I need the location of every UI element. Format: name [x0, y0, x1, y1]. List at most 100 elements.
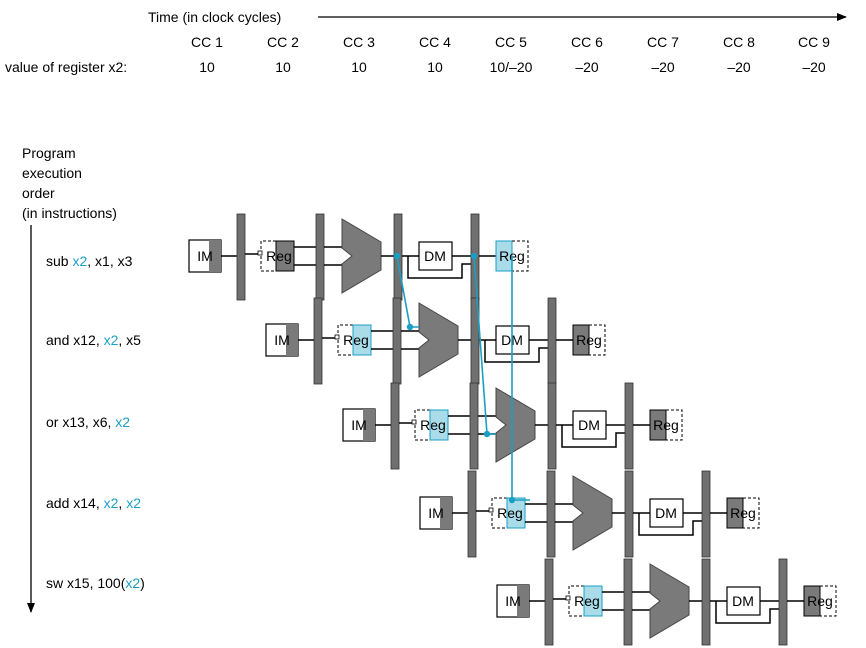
cycle-label: CC 7	[647, 34, 679, 50]
pipeline-register-bar	[392, 297, 402, 385]
register-x2-label: value of register x2:	[5, 59, 127, 75]
register-value: –20	[727, 59, 751, 75]
reg-dashed-half	[414, 409, 430, 441]
reg-port	[411, 419, 417, 425]
register-highlight: x2	[72, 253, 87, 269]
register-file-read	[352, 324, 372, 356]
instruction-label: and x12, x2, x5	[46, 332, 141, 348]
instruction-text: sw x15, 100(	[46, 575, 126, 591]
reg-dashed-half	[820, 585, 837, 617]
im-shade	[363, 409, 375, 441]
register-value: 10/–20	[490, 59, 533, 75]
cycle-label: CC 2	[267, 34, 299, 50]
pipeline-register-bar	[701, 558, 711, 646]
im-label: IM	[274, 332, 290, 348]
forwarding-junction	[470, 252, 478, 260]
order-label-line: (in instructions)	[22, 205, 117, 221]
pipeline-register-bar	[624, 382, 634, 470]
register-file-read	[429, 409, 449, 441]
reg-dashed-half	[589, 324, 606, 356]
cycle-label: CC 1	[191, 34, 223, 50]
instruction-text: sub	[46, 253, 72, 269]
register-file-write	[726, 497, 744, 529]
instruction-label: sub x2, x1, x3	[46, 253, 133, 269]
pipeline-register-bar	[467, 470, 477, 558]
pipeline-register-bar	[469, 382, 479, 470]
instruction-text: , x5	[118, 332, 141, 348]
pipeline-register-bar	[544, 558, 554, 646]
dm-dashed-edge	[671, 499, 684, 528]
forwarding-paths	[393, 252, 530, 504]
reg-port	[565, 595, 571, 601]
im-label: IM	[351, 417, 367, 433]
cycle-label: CC 8	[723, 34, 755, 50]
pipeline-register-bar	[701, 470, 711, 558]
reg-label: Reg	[420, 417, 446, 433]
dm-bypass-wire	[407, 256, 471, 279]
instruction-text: or x13, x6,	[46, 414, 115, 430]
reg-dashed-half	[743, 497, 760, 529]
reg-label: Reg	[497, 505, 523, 521]
reg-dashed-half	[491, 497, 507, 529]
dm-bypass-wire	[561, 425, 625, 448]
instruction-text: ,	[118, 495, 126, 511]
im-label: IM	[197, 248, 213, 264]
dm-bypass-wire	[715, 601, 779, 624]
alu	[495, 387, 536, 463]
register-file-write	[803, 585, 821, 617]
register-file-read	[275, 240, 295, 272]
register-highlight: x2	[125, 575, 140, 591]
order-label-line: execution	[22, 165, 82, 181]
pipeline-register-bar	[624, 470, 634, 558]
im-shade	[286, 324, 298, 356]
forwarding-junction	[483, 430, 491, 438]
program-order-label: Program execution order (in instructions…	[22, 145, 117, 221]
pipeline-register-bar	[547, 382, 557, 470]
instruction-text: add x14,	[46, 495, 104, 511]
dm-label: DM	[424, 248, 446, 264]
cycle-label: CC 5	[495, 34, 527, 50]
cycle-label: CC 9	[798, 34, 830, 50]
reg-label: Reg	[730, 505, 756, 521]
register-file-read	[506, 497, 526, 529]
dm-dashed-edge	[517, 326, 530, 355]
register-file-write	[572, 324, 590, 356]
im-label: IM	[428, 505, 444, 521]
order-label-line: Program	[22, 145, 76, 161]
register-file-write	[649, 409, 667, 441]
order-label-line: order	[22, 185, 55, 201]
forwarding-junction	[508, 496, 516, 504]
register-value: –20	[575, 59, 599, 75]
alu	[572, 475, 613, 551]
register-highlight: x2	[104, 332, 119, 348]
pipeline-register-bar	[778, 558, 788, 646]
reg-dashed-half	[512, 240, 529, 272]
reg-label: Reg	[266, 248, 292, 264]
data-memory-box	[649, 498, 684, 528]
forwarding-junction	[393, 252, 401, 260]
register-value: –20	[651, 59, 675, 75]
instruction-text: and x12,	[46, 332, 104, 348]
reg-port	[334, 334, 340, 340]
dm-bypass-wire	[638, 513, 702, 536]
pipeline-register-bar	[623, 558, 633, 646]
instruction-text: )	[140, 575, 145, 591]
im-shade	[209, 240, 221, 272]
instruction-label: sw x15, 100(x2)	[46, 575, 145, 591]
cycle-label: CC 6	[571, 34, 603, 50]
reg-dashed-half	[666, 409, 683, 441]
time-axis-label: Time (in clock cycles)	[148, 9, 281, 25]
data-memory-box	[418, 241, 453, 271]
reg-label: Reg	[576, 332, 602, 348]
register-highlight: x2	[104, 495, 119, 511]
pipeline-register-bar	[546, 470, 556, 558]
reg-dashed-half	[568, 585, 584, 617]
